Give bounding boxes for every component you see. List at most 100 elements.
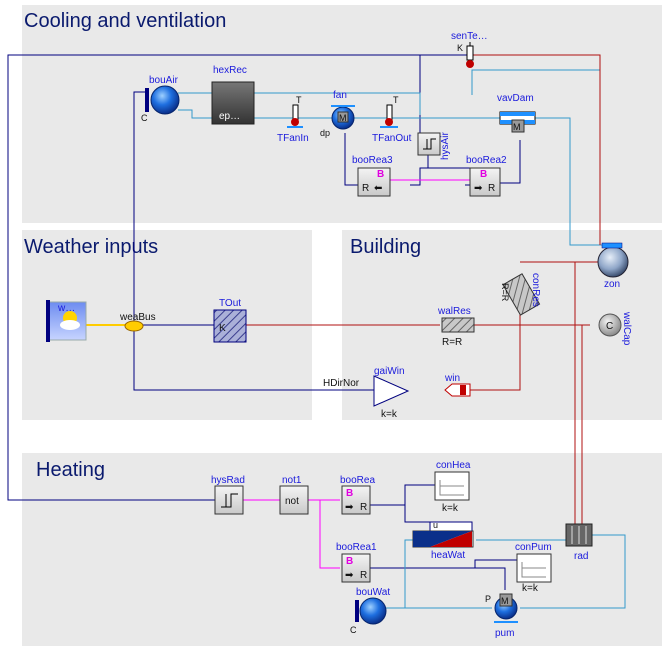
gaiWin-label: gaiWin — [374, 366, 405, 377]
booRea3-r-label: R — [362, 183, 369, 194]
gaiWin-k-label: k=k — [381, 409, 398, 420]
TFanOut-sensor[interactable]: T TFanOut — [372, 95, 412, 144]
TFanOut-T-label: T — [393, 95, 399, 105]
conHea-label: conHea — [436, 460, 471, 471]
section-title-building: Building — [350, 236, 421, 258]
booRea1-b-label: B — [346, 556, 353, 567]
hexRec-label: hexRec — [213, 65, 247, 76]
svg-text:➡: ➡ — [474, 183, 483, 194]
booRea3-block[interactable]: booRea3 B R ⬅ — [352, 155, 393, 197]
vavDam-m-label: M — [513, 122, 521, 132]
win-heat-flow[interactable]: win — [444, 373, 471, 397]
booRea1-block[interactable]: booRea1 B ➡ R — [336, 542, 377, 583]
bouAir-c-label: C — [141, 113, 148, 123]
senTe-label: senTe… — [451, 31, 488, 42]
svg-text:➡: ➡ — [345, 502, 354, 513]
TFanIn-T-label: T — [296, 95, 302, 105]
heaWat-u-label: u — [433, 520, 438, 530]
booRea2-block[interactable]: booRea2 B ➡ R — [466, 155, 507, 197]
pum-p-label: P — [485, 594, 491, 604]
HDirNor-label: HDirNor — [323, 378, 360, 389]
fan-m-label: M — [339, 113, 347, 123]
heaWat-heater[interactable]: u heaWat — [412, 520, 474, 561]
zon-label: zon — [604, 279, 620, 290]
fan-dp-label: dp — [320, 128, 330, 138]
fan-mover[interactable]: fan M dp — [320, 90, 355, 138]
booRea3-label: booRea3 — [352, 155, 393, 166]
weaDat-weather[interactable]: w… — [46, 300, 87, 342]
hexRec-heat-exchanger[interactable]: hexRec ep… — [211, 65, 255, 125]
vavDam-damper[interactable]: vavDam M — [497, 93, 536, 133]
vavDam-label: vavDam — [497, 93, 534, 104]
bouWat-c-label: C — [350, 625, 357, 635]
weaDat-label: w… — [57, 303, 75, 314]
conRes-resistor[interactable]: conRes R=R — [500, 273, 541, 316]
walRes-eq-label: R=R — [442, 337, 462, 348]
section-title-heating: Heating — [36, 459, 105, 481]
booRea1-r-label: R — [360, 570, 367, 581]
heaWat-label: heaWat — [431, 550, 465, 561]
booRea-b-label: B — [346, 488, 353, 499]
conPum-label: conPum — [515, 542, 552, 553]
panel-heating — [22, 453, 662, 646]
conRes-eq-label: R=R — [500, 283, 510, 302]
win-label: win — [444, 373, 460, 384]
TOut-source[interactable]: TOut K — [213, 298, 247, 343]
rad-radiator[interactable]: rad — [565, 523, 593, 562]
TFanIn-label: TFanIn — [277, 133, 309, 144]
section-title-weather: Weather inputs — [24, 236, 158, 258]
svg-text:⬅: ⬅ — [374, 183, 382, 194]
TFanOut-label: TFanOut — [372, 133, 412, 144]
hysRad-hysteresis[interactable]: hysRad — [211, 475, 245, 515]
weaBus-connector[interactable]: weaBus — [119, 312, 156, 332]
not1-label: not1 — [282, 475, 302, 486]
hysAir-hysteresis[interactable]: hysAir — [417, 132, 451, 160]
booRea3-b-label: B — [377, 169, 384, 180]
conRes-label: conRes — [530, 273, 541, 307]
HDirNor-signal: HDirNor — [323, 378, 360, 389]
senTe-sensor[interactable]: senTe… K — [451, 31, 488, 68]
bouAir-boundary[interactable]: bouAir C — [141, 75, 180, 123]
boolean-connections — [243, 179, 475, 569]
bouWat-boundary[interactable]: bouWat C — [350, 587, 390, 635]
zon-volume[interactable]: zon — [597, 242, 629, 290]
not1-block[interactable]: not1 not — [279, 475, 309, 515]
heat-connections — [232, 54, 605, 540]
booRea1-label: booRea1 — [336, 542, 377, 553]
hexRec-inner-label: ep… — [219, 111, 240, 122]
conPum-controller[interactable]: conPum k=k — [515, 542, 552, 594]
walRes-label: walRes — [437, 306, 471, 317]
walCap-c-label: C — [606, 321, 613, 332]
rad-label: rad — [574, 551, 588, 562]
booRea-r-label: R — [360, 502, 367, 513]
TOut-label: TOut — [219, 298, 241, 309]
conHea-k-label: k=k — [442, 503, 459, 514]
hysRad-label: hysRad — [211, 475, 245, 486]
booRea2-b-label: B — [480, 169, 487, 180]
fan-label: fan — [333, 90, 347, 101]
svg-text:➡: ➡ — [345, 570, 354, 581]
senTe-k-label: K — [457, 43, 463, 53]
booRea2-r-label: R — [488, 183, 495, 194]
bouWat-label: bouWat — [356, 587, 390, 598]
TOut-k-label: K — [219, 323, 226, 334]
walCap-label: walCap — [621, 311, 632, 346]
hysAir-label: hysAir — [440, 132, 451, 160]
section-title-cooling: Cooling and ventilation — [24, 10, 226, 32]
gaiWin-gain[interactable]: gaiWin k=k — [373, 366, 410, 420]
TFanIn-sensor[interactable]: T TFanIn — [277, 95, 309, 144]
booRea-label: booRea — [340, 475, 375, 486]
pum-pump[interactable]: M P pum — [485, 593, 518, 639]
conPum-k-label: k=k — [522, 583, 539, 594]
weaBus-label: weaBus — [119, 312, 156, 323]
booRea-block[interactable]: booRea B ➡ R — [340, 475, 375, 515]
walRes-resistor[interactable]: walRes R=R — [437, 306, 475, 348]
pum-label: pum — [495, 628, 514, 639]
conHea-controller[interactable]: conHea k=k — [434, 460, 471, 514]
walCap-capacitor[interactable]: C walCap — [598, 311, 632, 346]
not1-inner-label: not — [285, 496, 299, 507]
booRea2-label: booRea2 — [466, 155, 507, 166]
pum-m-label: M — [501, 596, 509, 606]
